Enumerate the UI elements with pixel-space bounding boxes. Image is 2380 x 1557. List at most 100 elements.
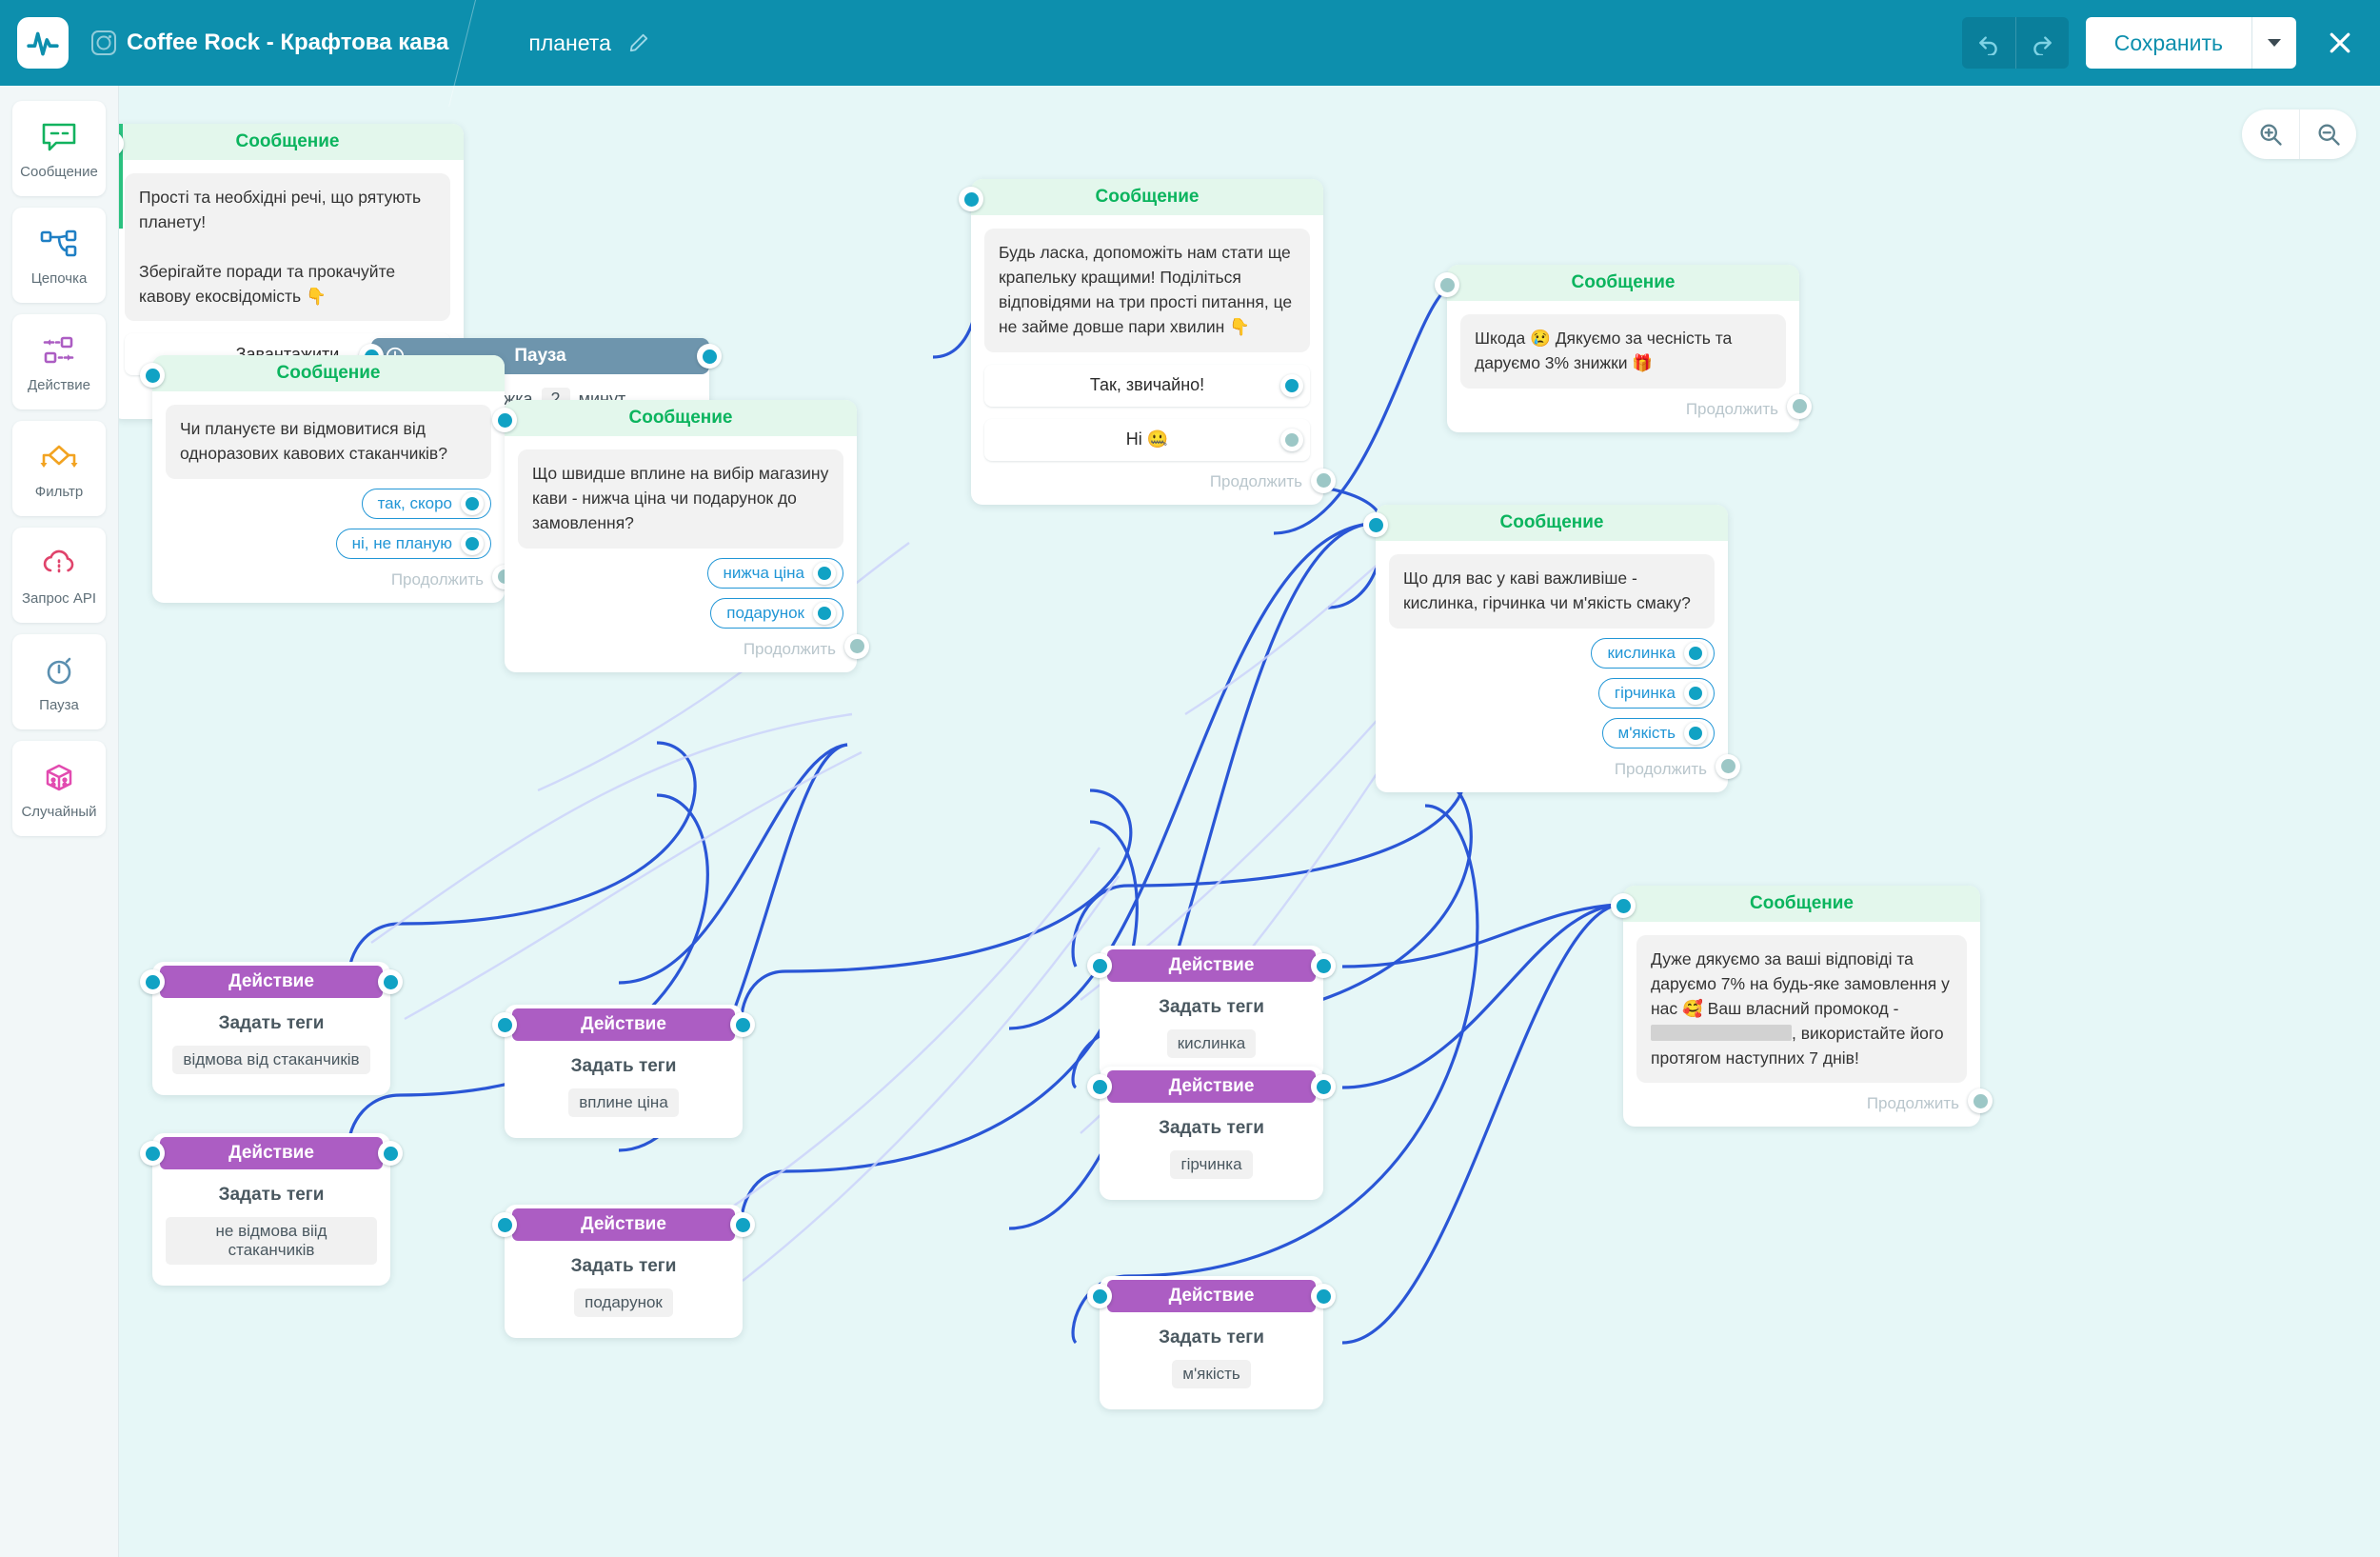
chip-output-port[interactable]: [461, 531, 484, 555]
node-message-2[interactable]: Сообщение Будь ласка, допоможіть нам ста…: [959, 179, 1336, 505]
node-action-1[interactable]: Действие Задать теги відмова від стаканч…: [140, 962, 403, 1095]
chip-output-port[interactable]: [1684, 681, 1707, 705]
output-port[interactable]: [1968, 1088, 1993, 1114]
input-port[interactable]: [140, 969, 165, 994]
node-message-4[interactable]: Сообщение Чи плануєте ви відмовитися від…: [140, 355, 517, 603]
chip-option[interactable]: ні, не планую: [335, 528, 491, 559]
save-dropdown-toggle[interactable]: [2252, 17, 2296, 69]
continue-row[interactable]: Продолжить: [152, 559, 517, 603]
input-port[interactable]: [1363, 512, 1388, 537]
chain-icon: [39, 225, 79, 263]
output-port[interactable]: [1311, 953, 1336, 978]
node-action-2[interactable]: Действие Задать теги не відмова віід ста…: [140, 1133, 403, 1286]
pulse-logo-icon[interactable]: [17, 17, 69, 69]
input-port[interactable]: [1087, 1284, 1112, 1308]
output-port[interactable]: [1787, 393, 1812, 419]
button-label: Так, звичайно!: [1089, 375, 1205, 395]
output-port[interactable]: [730, 1212, 755, 1237]
node-action-4[interactable]: Действие Задать теги подарунок: [492, 1205, 755, 1338]
message-button-yes[interactable]: Так, звичайно!: [984, 364, 1310, 407]
output-port[interactable]: [1716, 753, 1740, 779]
continue-row[interactable]: Продолжить: [1376, 749, 1740, 792]
input-port[interactable]: [119, 131, 124, 156]
node-action-5[interactable]: Действие Задать теги кислинка: [1087, 946, 1336, 1079]
chip-option[interactable]: нижча ціна: [706, 557, 843, 589]
output-port[interactable]: [697, 344, 722, 369]
action-body: Задать теги не відмова віід стаканчиків: [152, 1169, 390, 1286]
undo-icon[interactable]: [1961, 17, 2015, 69]
continue-row[interactable]: Продолжить: [505, 629, 869, 672]
sidebar-item-message[interactable]: Сообщение: [12, 101, 106, 196]
node-action-3[interactable]: Действие Задать теги вплине ціна: [492, 1005, 755, 1138]
input-port[interactable]: [959, 187, 983, 211]
sidebar-item-action[interactable]: Действие: [12, 314, 106, 409]
breadcrumb-separator: [471, 0, 528, 86]
chip-output-port[interactable]: [813, 601, 836, 625]
zoom-in-icon[interactable]: [2242, 110, 2299, 159]
header-actions: Сохранить: [1961, 17, 2380, 69]
chip-label: кислинка: [1607, 643, 1676, 662]
node-message-6[interactable]: Сообщение Що для вас у каві важливіше - …: [1363, 505, 1740, 792]
continue-row[interactable]: Продолжить: [1447, 389, 1812, 432]
zoom-controls: [2242, 110, 2356, 159]
sidebar-item-pause[interactable]: Пауза: [12, 634, 106, 729]
output-port[interactable]: [1311, 1074, 1336, 1099]
button-output-port[interactable]: [1280, 428, 1303, 451]
sidebar-item-random[interactable]: Случайный: [12, 741, 106, 836]
sidebar-item-label: Сообщение: [20, 163, 98, 180]
message-button-no[interactable]: Ні 🤐: [984, 418, 1310, 461]
input-port[interactable]: [492, 1212, 517, 1237]
node-message-7[interactable]: Сообщение Дуже дякуємо за ваші відповіді…: [1611, 886, 1993, 1128]
output-port[interactable]: [378, 969, 403, 994]
breadcrumb: Coffee Rock - Крафтова кава: [91, 30, 448, 56]
chip-option[interactable]: так, скоро: [361, 488, 491, 519]
button-output-port[interactable]: [1280, 373, 1303, 397]
chip-label: гірчинка: [1614, 683, 1676, 702]
output-port[interactable]: [378, 1141, 403, 1166]
action-body: Задать теги вплине ціна: [505, 1041, 743, 1138]
node-title: Действие: [228, 1143, 314, 1163]
input-port[interactable]: [1087, 1074, 1112, 1099]
chip-option[interactable]: м'якість: [1601, 717, 1715, 749]
tag-chip: вплине ціна: [568, 1088, 679, 1117]
sidebar-item-chain[interactable]: Цепочка: [12, 208, 106, 303]
chip-output-port[interactable]: [813, 561, 836, 585]
input-port[interactable]: [1087, 953, 1112, 978]
sidebar-item-label: Цепочка: [30, 269, 88, 287]
output-port[interactable]: [844, 633, 869, 659]
node-action-7[interactable]: Действие Задать теги м'якість: [1087, 1276, 1336, 1409]
message-text: Що для вас у каві важливіше - кислинка, …: [1389, 554, 1715, 629]
chip-option[interactable]: подарунок: [710, 597, 843, 629]
node-message-3[interactable]: Сообщение Шкода 😢 Дякуємо за чесність та…: [1435, 265, 1812, 432]
save-button[interactable]: Сохранить: [2085, 17, 2252, 69]
input-port[interactable]: [140, 363, 165, 388]
zoom-out-icon[interactable]: [2299, 110, 2356, 159]
continue-row[interactable]: Продолжить: [971, 461, 1336, 505]
chip-output-port[interactable]: [1684, 721, 1707, 745]
chip-output-port[interactable]: [461, 491, 484, 515]
continue-row[interactable]: Продолжить: [1623, 1083, 1993, 1127]
output-port[interactable]: [1311, 468, 1336, 493]
input-port[interactable]: [1611, 893, 1636, 918]
output-port[interactable]: [730, 1012, 755, 1037]
chip-option[interactable]: гірчинка: [1597, 677, 1715, 709]
chip-output-port[interactable]: [1684, 641, 1707, 665]
flow-canvas[interactable]: Start Сообщение Прості та необхідні речі…: [119, 86, 2380, 1557]
flow-title: планета: [528, 30, 611, 55]
close-icon[interactable]: [2321, 24, 2359, 62]
chip-list: так, скоро ні, не планую: [152, 479, 505, 559]
node-action-6[interactable]: Действие Задать теги гірчинка: [1087, 1067, 1336, 1200]
node-message-5[interactable]: Сообщение Що швидше вплине на вибір мага…: [492, 400, 869, 672]
action-subtitle: Задать теги: [1159, 1327, 1264, 1347]
output-port[interactable]: [1311, 1284, 1336, 1308]
input-port[interactable]: [492, 408, 517, 432]
redo-icon[interactable]: [2014, 17, 2069, 69]
sidebar-item-filter[interactable]: Фильтр: [12, 421, 106, 516]
pencil-icon[interactable]: [625, 29, 653, 57]
message-text: Будь ласка, допоможіть нам стати ще крап…: [984, 229, 1310, 352]
sidebar-item-api[interactable]: Запрос API: [12, 528, 106, 623]
input-port[interactable]: [140, 1141, 165, 1166]
input-port[interactable]: [492, 1012, 517, 1037]
chip-option[interactable]: кислинка: [1591, 637, 1715, 669]
input-port[interactable]: [1435, 272, 1459, 297]
